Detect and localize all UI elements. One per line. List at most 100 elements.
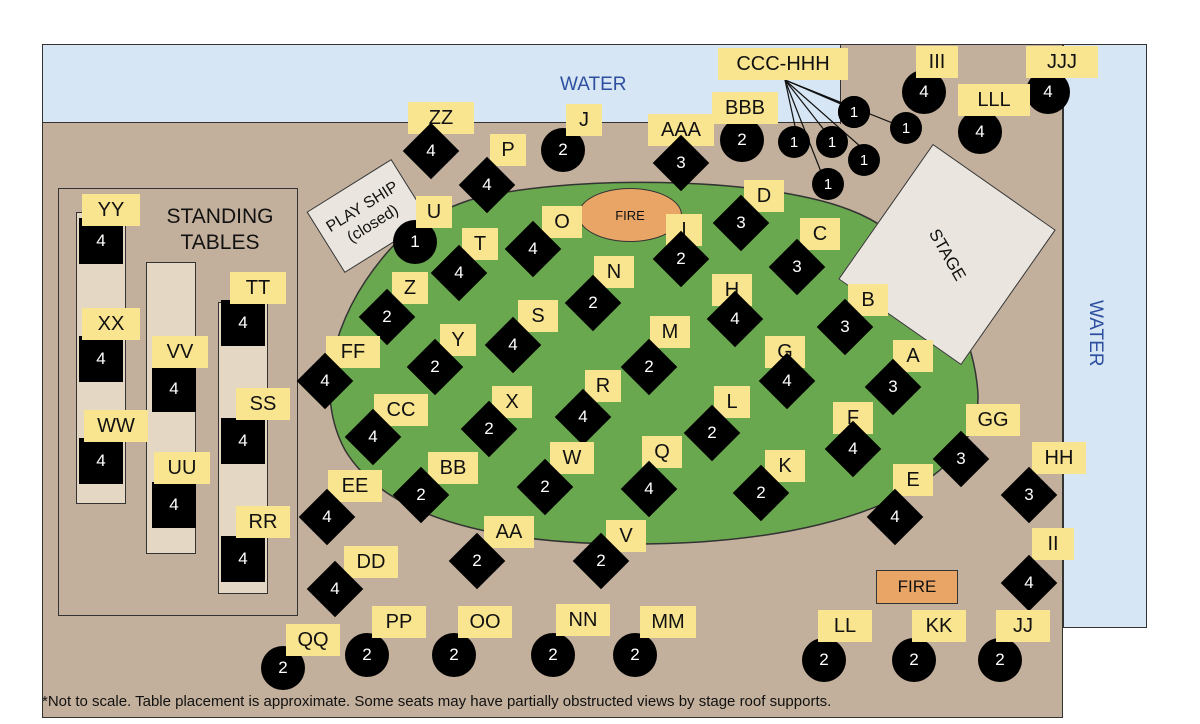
table-seat-count: 3: [840, 317, 850, 336]
table-seat-count: 4: [578, 407, 588, 426]
table-seat-count: 2: [382, 307, 392, 326]
table-label-z: Z: [392, 272, 428, 304]
table-shape: [432, 633, 476, 677]
table-seat-count: 4: [528, 239, 538, 258]
table-seat-count: 4: [890, 507, 900, 526]
table-n[interactable]: 2: [564, 274, 622, 332]
table-ff[interactable]: 4: [296, 352, 354, 410]
table-label-w: W: [550, 442, 594, 474]
table-nn[interactable]: 2: [531, 633, 575, 677]
table-g[interactable]: 4: [758, 352, 816, 410]
table-shape: [152, 366, 196, 412]
table-s[interactable]: 4: [484, 316, 542, 374]
table-shape: [816, 126, 848, 158]
table-seat-count: 2: [548, 645, 558, 664]
table-b[interactable]: 3: [816, 298, 874, 356]
table-l[interactable]: 2: [683, 404, 741, 462]
group-table-4[interactable]: 1: [816, 126, 848, 158]
table-label-ee: EE: [328, 470, 382, 502]
table-kk[interactable]: 2: [892, 638, 936, 682]
table-shape: [812, 168, 844, 200]
table-y[interactable]: 2: [406, 338, 464, 396]
table-seat-count: 4: [238, 313, 248, 332]
table-oo[interactable]: 2: [432, 633, 476, 677]
table-mm[interactable]: 2: [613, 633, 657, 677]
group-table-6[interactable]: 1: [778, 126, 810, 158]
table-zz[interactable]: 4: [402, 122, 460, 180]
table-m[interactable]: 2: [620, 338, 678, 396]
table-lll[interactable]: 4: [958, 110, 1002, 154]
table-seat-count: 4: [238, 549, 248, 568]
table-a[interactable]: 3: [864, 358, 922, 416]
table-k[interactable]: 2: [732, 464, 790, 522]
table-ll[interactable]: 2: [802, 638, 846, 682]
group-table-2[interactable]: 1: [890, 112, 922, 144]
table-seat-count: 1: [827, 133, 837, 151]
table-seat-count: 2: [558, 140, 568, 159]
table-aaa[interactable]: 3: [652, 134, 710, 192]
group-table-7[interactable]: 1: [838, 96, 870, 128]
table-label-jj: JJ: [996, 610, 1050, 642]
table-vv[interactable]: 4: [152, 366, 196, 412]
table-ss[interactable]: 4: [221, 418, 265, 464]
table-seat-count: 1: [823, 175, 833, 193]
table-uu[interactable]: 4: [152, 482, 196, 528]
table-seat-count: 4: [848, 439, 858, 458]
stage-label: STAGE: [925, 225, 970, 284]
table-f[interactable]: 4: [824, 420, 882, 478]
table-seat-count: 4: [919, 82, 929, 101]
table-v[interactable]: 2: [572, 532, 630, 590]
table-label-vv: VV: [152, 336, 208, 368]
group-table-5[interactable]: 1: [812, 168, 844, 200]
table-ww[interactable]: 4: [79, 438, 123, 484]
table-i[interactable]: 2: [652, 230, 710, 288]
group-table-3[interactable]: 1: [848, 144, 880, 176]
table-j[interactable]: 2: [541, 128, 585, 172]
table-xx[interactable]: 4: [79, 336, 123, 382]
table-shape: [79, 336, 123, 382]
table-seat-count: 2: [630, 645, 640, 664]
table-seat-count: 4: [169, 379, 179, 398]
table-label-ll: LL: [818, 610, 872, 642]
table-gg[interactable]: 3: [932, 430, 990, 488]
table-z[interactable]: 2: [358, 288, 416, 346]
table-label-dd: DD: [344, 546, 398, 578]
table-e[interactable]: 4: [866, 488, 924, 546]
table-jj[interactable]: 2: [978, 638, 1022, 682]
table-aa[interactable]: 2: [448, 532, 506, 590]
table-label-xx: XX: [82, 308, 140, 340]
table-t[interactable]: 4: [430, 244, 488, 302]
table-shape: [221, 536, 265, 582]
table-ii[interactable]: 4: [1000, 554, 1058, 612]
table-bb[interactable]: 2: [392, 466, 450, 524]
table-shape: [152, 482, 196, 528]
table-pp[interactable]: 2: [345, 633, 389, 677]
table-bbb[interactable]: 2: [720, 118, 764, 162]
table-x[interactable]: 2: [460, 400, 518, 458]
table-seat-count: 2: [588, 293, 598, 312]
table-dd[interactable]: 4: [306, 560, 364, 618]
table-seat-count: 2: [644, 357, 654, 376]
table-cc[interactable]: 4: [344, 408, 402, 466]
table-p[interactable]: 4: [458, 156, 516, 214]
table-w[interactable]: 2: [516, 458, 574, 516]
table-label-s: S: [518, 300, 558, 332]
table-o[interactable]: 4: [504, 220, 562, 278]
table-seat-count: 4: [368, 427, 378, 446]
table-c[interactable]: 3: [768, 238, 826, 296]
table-label-mm: MM: [640, 606, 696, 638]
table-hh[interactable]: 3: [1000, 466, 1058, 524]
table-tt[interactable]: 4: [221, 300, 265, 346]
table-r[interactable]: 4: [554, 388, 612, 446]
table-h[interactable]: 4: [706, 290, 764, 348]
table-label-bbb: BBB: [712, 92, 778, 124]
table-label-hh: HH: [1032, 442, 1086, 474]
table-seat-count: 2: [540, 477, 550, 496]
table-seat-count: 1: [901, 119, 911, 137]
table-rr[interactable]: 4: [221, 536, 265, 582]
table-ee[interactable]: 4: [298, 488, 356, 546]
table-seat-count: 4: [330, 579, 340, 598]
table-label-b: B: [848, 284, 888, 316]
table-q[interactable]: 4: [620, 460, 678, 518]
table-d[interactable]: 3: [712, 194, 770, 252]
